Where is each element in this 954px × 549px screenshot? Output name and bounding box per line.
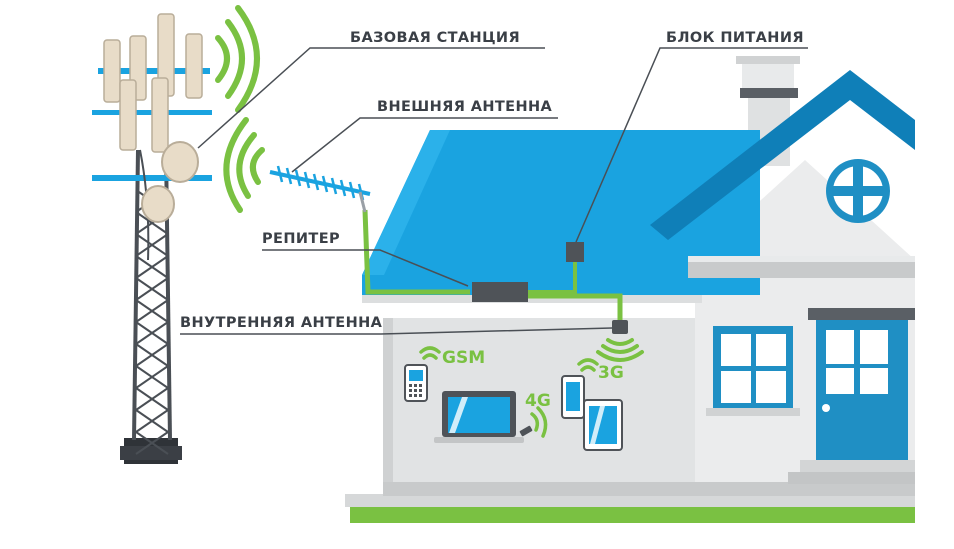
laptop-icon [434, 391, 524, 443]
chimney-cap [740, 88, 798, 98]
repeater-box-icon [472, 282, 528, 302]
step-2 [788, 472, 915, 484]
chimney-rim [736, 56, 800, 64]
ground-gray [345, 494, 915, 507]
gable-trim [688, 260, 915, 278]
smartphone-icon [561, 375, 585, 419]
main-wall [383, 318, 703, 482]
cell-tower-icon [92, 5, 260, 464]
antenna-signal-waves [223, 117, 265, 213]
4g-label: 4G [525, 391, 551, 411]
label-base-station: БАЗОВАЯ СТАНЦИЯ [350, 30, 520, 46]
ground-green [350, 507, 915, 523]
house-icon [345, 56, 915, 523]
yagi-antenna-icon [223, 117, 371, 213]
label-repeater: РЕПИТЕР [262, 231, 340, 247]
power-supply-icon [566, 242, 584, 262]
gable-trim-top [688, 256, 915, 262]
wall-shadow [383, 318, 393, 482]
roof-shade [362, 130, 450, 275]
roof-trim [362, 295, 702, 303]
3g-label: 3G [598, 363, 624, 383]
3g-signal-waves [577, 358, 599, 372]
main-roof [362, 130, 760, 295]
gsm-signal-waves [419, 346, 441, 360]
callout-lines [180, 47, 808, 335]
foundation [383, 480, 915, 496]
feature-phone-icon [404, 364, 428, 402]
gable-roof [650, 70, 915, 240]
satellite-dish-icon [141, 141, 199, 223]
indoor-antenna-icon [596, 320, 644, 362]
usb-modem-icon [519, 425, 533, 437]
label-power-unit: БЛОК ПИТАНИЯ [666, 30, 804, 46]
house-window [706, 326, 800, 416]
gsm-label: GSM [442, 348, 485, 368]
4g-signal-waves [530, 406, 548, 438]
cable-lines [362, 209, 623, 320]
label-external-antenna: ВНЕШНЯЯ АНТЕННА [377, 99, 553, 115]
label-internal-antenna: ВНУТРЕННЯЯ АНТЕННА [180, 315, 383, 331]
tablet-icon [583, 399, 623, 451]
house-door [808, 308, 915, 460]
step-1 [800, 460, 915, 472]
tower-signal-waves [215, 5, 260, 113]
chimney-top [742, 60, 794, 88]
